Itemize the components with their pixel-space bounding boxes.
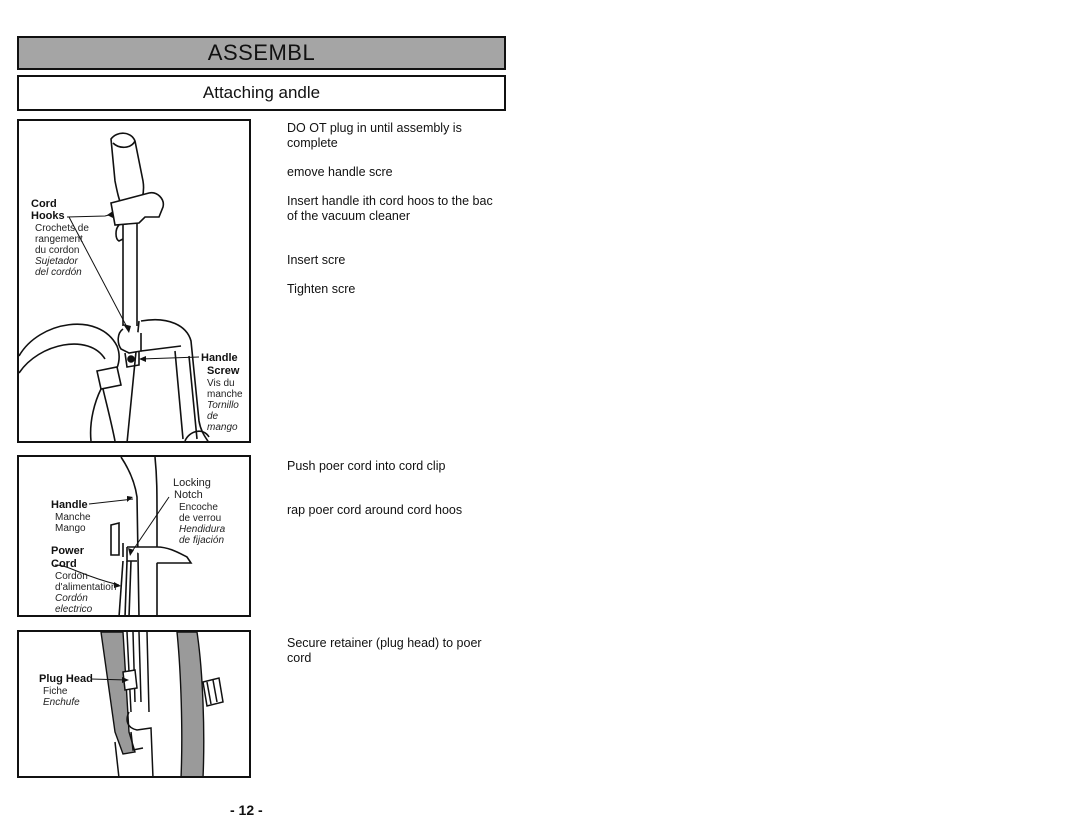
step-text-2: emove handle scre [287,165,393,179]
locking-notch-fr-2: de verrou [179,513,222,524]
locking-notch-es-2: de fijación [179,535,225,546]
cord-hooks-fr-3: du cordon [35,245,80,256]
power-cord-fr-1: Cordon [55,571,88,582]
step-text-6: Push poer cord into cord clip [287,459,446,473]
step-text-4: Insert scre [287,253,346,267]
plug-head-label: Plug Head [39,673,93,685]
handle-screw-fr-2: manche [207,389,243,400]
cord-hooks-label-2: Hooks [31,210,65,222]
handle-screw-es-2: de mango [207,411,238,433]
plug-head-fr: Fiche [43,686,68,697]
illustration-panel-handle: Cord Hooks Crochets de rangement du cord… [17,119,251,443]
illustration-panel-cord-clip: Locking Notch Encoche de verrou Hendidur… [17,455,251,617]
plug-head-illustration [90,632,224,776]
power-cord-es-1: Cordón [55,593,88,604]
handle-illustration [19,132,210,441]
step-text-3: Insert handle ith cord hoos to the bac o… [287,194,493,223]
handle-es: Mango [55,523,86,534]
power-cord-fr-2: d'alimentation [55,582,117,593]
locking-notch-label-2: Notch [174,489,203,501]
step-text-7: rap poer cord around cord hoos [287,503,463,517]
locking-notch-fr-1: Encoche [179,502,218,513]
cord-hooks-es-1: Sujetador [35,256,78,267]
handle-screw-label-2: Screw [207,365,240,377]
step-text-5: Tighten scre [287,282,356,296]
power-cord-label-2: Cord [51,558,77,570]
cord-clip-illustration [54,457,193,615]
page-number: - 12 - [230,802,263,818]
step-text-8: Secure retainer (plug head) to poer cord [287,636,482,665]
cord-hooks-fr-2: rangement [35,234,83,245]
locking-notch-es-1: Hendidura [179,524,226,535]
section-title-bar: ASSEMBL [17,36,506,70]
step-text-1: DO OT plug in until assembly is complete [287,121,462,150]
handle-screw-es-1: Tornillo [207,400,239,411]
handle-screw-label: Handle [201,352,238,364]
locking-notch-label: Locking [173,477,211,489]
section-title: ASSEMBL [207,40,316,65]
cord-hooks-es-2: del cordón [35,267,82,278]
handle-fr: Manche [55,512,91,523]
handle-screw-fr-1: Vis du [207,378,235,389]
power-cord-es-2: electrico [55,604,93,615]
subsection-title-bar: Attaching andle [17,75,506,111]
cord-hooks-label: Cord [31,198,57,210]
handle-label: Handle [51,499,88,511]
plug-head-es: Enchufe [43,697,80,708]
illustration-panel-plug-head: Plug Head Fiche Enchufe [17,630,251,778]
cord-hooks-fr-1: Crochets de [35,223,89,234]
subsection-title: Attaching andle [202,83,321,102]
power-cord-label: Power [51,545,85,557]
